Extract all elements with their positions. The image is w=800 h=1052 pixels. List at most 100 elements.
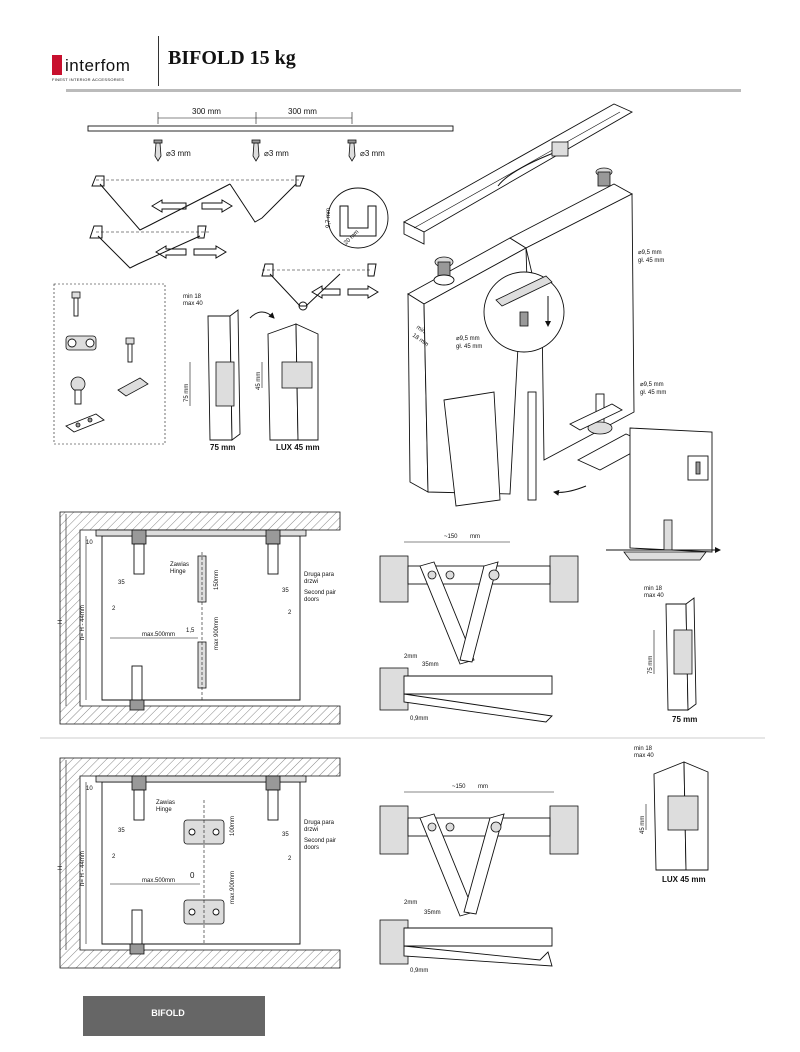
header: interfom FINEST INTERIOR ACCESSORIES BIF… xyxy=(0,0,800,100)
rail-bar xyxy=(87,125,454,132)
door-assembly-3d: ⌀9,5 mm gł. 45 mm ⌀9,5 mm gł. 45 mm ⌀9,5… xyxy=(403,103,721,561)
brand-tagline: FINEST INTERIOR ACCESSORIES xyxy=(52,77,125,82)
hr2-min: min 18 xyxy=(634,746,653,752)
s1-pair-4: doors xyxy=(304,597,319,603)
pivot-pin-top-door xyxy=(595,167,613,187)
s2-dim-0: 0 xyxy=(190,871,195,880)
rail-screw-diagram: 300 mm 300 mm ⌀3 mm ⌀3 mm ⌀3 mm xyxy=(87,107,454,162)
header-divider xyxy=(158,36,159,86)
s2-pair-1: Druga para xyxy=(304,820,335,826)
roller-pin xyxy=(70,376,86,405)
floor-pivot-sketch xyxy=(606,427,721,561)
hinge-lux-right: min 18 max 40 45 mm LUX 45 mm xyxy=(634,746,709,884)
s2-hinge-1: Zawias xyxy=(156,800,175,806)
s1-dim-2b: 2 xyxy=(288,610,292,616)
folding-sketch-2 xyxy=(89,225,227,269)
tv1-d09: 0,9mm xyxy=(410,716,428,722)
roller-carrier xyxy=(65,335,97,351)
header-rule xyxy=(66,89,741,92)
minmax-min: min 18 xyxy=(183,294,202,300)
s1-pair-1: Druga para xyxy=(304,572,335,578)
screw-1 xyxy=(153,139,163,162)
section-1-pin-top-right xyxy=(265,529,281,575)
label-75-top: 75 mm xyxy=(210,443,235,452)
s2-dim-35a: 35 xyxy=(118,828,125,834)
section-2-pin-bottom-left xyxy=(129,909,145,955)
hr1-label: 75 mm xyxy=(672,715,697,724)
spacing-label-1: 300 mm xyxy=(192,107,221,116)
s1-h-formula: h= H - 44mm xyxy=(80,605,86,640)
hinge-75-top: min 18 max 40 75 mm 75 mm xyxy=(183,294,241,452)
screw-label-1: ⌀3 mm xyxy=(166,149,191,158)
hr2-max: max 40 xyxy=(634,753,654,759)
footer-bar: BIFOLD xyxy=(83,996,265,1036)
brand-logo-mark xyxy=(52,55,62,75)
s1-dim-150: 150mm xyxy=(214,570,220,590)
detail-circle xyxy=(483,271,565,353)
screw-3 xyxy=(347,139,357,162)
s2-dim-2a: 2 xyxy=(112,854,116,860)
hinge-lux-top: 45 mm LUX 45 mm xyxy=(256,323,320,452)
minmax-max: max 40 xyxy=(183,301,203,307)
hr2-dim: 45 mm xyxy=(640,816,646,834)
min-18-a: min. xyxy=(415,325,428,337)
label-lux-top: LUX 45 mm xyxy=(276,443,320,452)
s1-hinge-2: Hinge xyxy=(170,569,186,575)
tv2-unit: mm xyxy=(478,784,488,790)
s2-dim-35b: 35 xyxy=(282,832,289,838)
hr1-min: min 18 xyxy=(644,586,663,592)
pivot-pin-top xyxy=(71,291,81,317)
s2-pair-2: drzwi xyxy=(304,827,318,833)
top-view-1: ~150 mm 2mm 35mm 0,9mm xyxy=(379,534,579,723)
tv2-width: ~150 xyxy=(452,784,466,790)
section-2-pin-top-left xyxy=(131,775,147,821)
hr1-dim: 75 mm xyxy=(648,656,654,674)
s2-h-formula: h= H - 44mm xyxy=(80,851,86,886)
page-title: BIFOLD 15 kg xyxy=(168,47,296,69)
s1-hinge-1: Zawias xyxy=(170,562,189,568)
s1-dim-35a: 35 xyxy=(118,580,125,586)
s2-pair-4: doors xyxy=(304,845,319,851)
hole-left-2: gł. 45 mm xyxy=(456,344,482,350)
section-2-pin-top-right xyxy=(265,775,281,821)
s2-dim-2b: 2 xyxy=(288,856,292,862)
hole-top-1: ⌀9,5 mm xyxy=(638,250,662,256)
folding-sketch-1 xyxy=(91,175,305,231)
spacing-label-2: 300 mm xyxy=(288,107,317,116)
dim-45-top: 45 mm xyxy=(256,372,262,390)
s1-pair-2: drzwi xyxy=(304,579,318,585)
profile-section: 9,7 mm 20 mm xyxy=(326,187,389,249)
section-1-pin-bottom-left xyxy=(129,665,145,711)
s2-dim-10: 10 xyxy=(86,786,93,792)
screw-label-2: ⌀3 mm xyxy=(264,149,289,158)
hr1-max: max 40 xyxy=(644,593,664,599)
section-2-elevation: H h= H - 44mm Zawias Hinge 35 35 2 2 0 1… xyxy=(58,757,341,969)
hr2-label: LUX 45 mm xyxy=(662,875,706,884)
s1-h-label: H xyxy=(58,620,64,624)
s1-dim-500: max.500mm xyxy=(142,632,175,638)
bracket-plate-small xyxy=(117,377,149,397)
tv1-d35: 35mm xyxy=(422,662,439,668)
hinge-75-right: min 18 max 40 75 mm 75 mm xyxy=(644,586,697,724)
screw-2 xyxy=(251,139,261,162)
s1-dim-10: 10 xyxy=(86,540,93,546)
brand-name: interfom xyxy=(65,56,131,75)
dim-75-top: 75 mm xyxy=(184,384,190,402)
hole-bottom-1: ⌀9,5 mm xyxy=(640,382,664,388)
lower-door-sketch xyxy=(443,391,587,507)
s2-hinge-2: Hinge xyxy=(156,807,172,813)
section-1-pin-top-left xyxy=(131,529,147,575)
s2-dim-900: max.900mm xyxy=(230,871,236,904)
s2-h-label: H xyxy=(58,866,64,870)
brand-logo: interfom FINEST INTERIOR ACCESSORIES xyxy=(52,55,152,82)
s1-dim-35b: 35 xyxy=(282,588,289,594)
s1-dim-15: 1,5 xyxy=(186,628,195,634)
s1-dim-900: max 900mm xyxy=(214,617,220,650)
tv1-width: ~150 xyxy=(444,534,458,540)
s1-pair-3: Second pair xyxy=(304,590,336,596)
s1-dim-2a: 2 xyxy=(112,606,116,612)
tv2-d2: 2mm xyxy=(404,900,417,906)
tv2-d09: 0,9mm xyxy=(410,968,428,974)
hole-bottom-2: gł. 45 mm xyxy=(640,390,666,396)
